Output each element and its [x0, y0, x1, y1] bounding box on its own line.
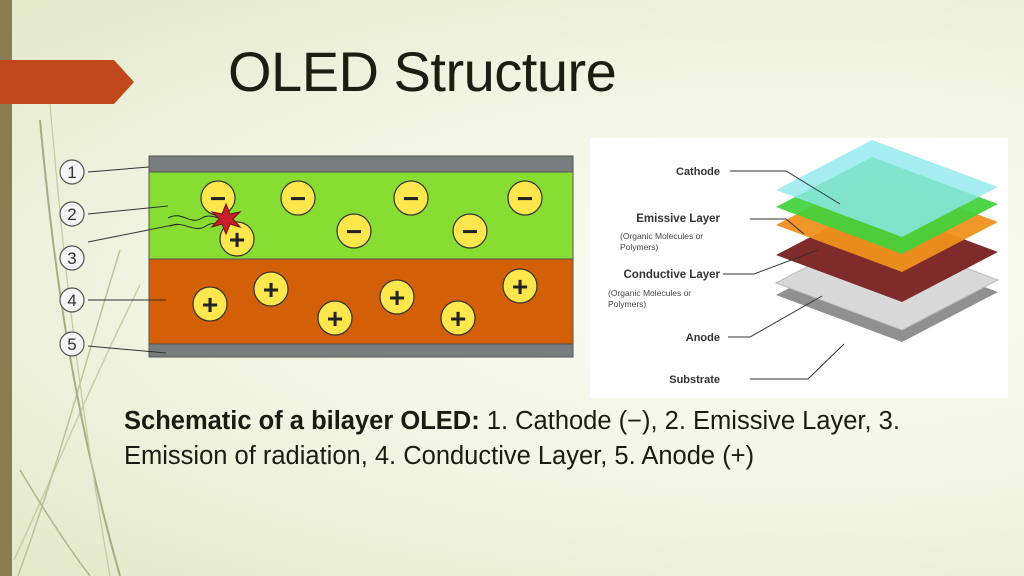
- number-marker-2: [59, 201, 85, 227]
- cathode-layer: [148, 155, 574, 173]
- hole-symbol: +: [327, 303, 343, 334]
- oled-layer-stack-diagram: Cathode Emissive Layer (Organic Molecule…: [590, 138, 1008, 398]
- label-conductive-sub1: (Organic Molecules or: [608, 288, 691, 298]
- number-4: 4: [67, 291, 76, 310]
- hole-symbol: +: [202, 289, 218, 320]
- label-cathode: Cathode: [676, 166, 720, 178]
- electron-symbol: −: [462, 216, 478, 247]
- hole-2: [253, 271, 289, 307]
- label-conductive-sub2: Polymers): [608, 299, 646, 309]
- electron-5: [336, 213, 372, 249]
- electron-symbol: −: [290, 183, 306, 214]
- decorative-grass-lines: [13, 79, 140, 576]
- label-conductive-layer: Conductive Layer: [624, 269, 721, 281]
- label-anode: Anode: [686, 332, 720, 344]
- stack-leader-lines: [723, 170, 845, 380]
- electron-symbol: −: [517, 183, 533, 214]
- electron-symbol: −: [210, 183, 226, 214]
- hole-5: [440, 300, 476, 336]
- emission-star-icon: [210, 202, 242, 236]
- hole-symbol: +: [512, 271, 528, 302]
- hole-3: [317, 300, 353, 336]
- bilayer-oled-schematic: 1 2 3 4 5 − − − − − − + + + + +: [59, 155, 574, 358]
- electron-4: [507, 180, 543, 216]
- hole-1: [192, 286, 228, 322]
- slide-title: OLED Structure: [228, 40, 617, 103]
- hole-4: [379, 279, 415, 315]
- hole-symbol: +: [263, 274, 279, 305]
- figure-caption: Schematic of a bilayer OLED: 1. Cathode …: [124, 404, 944, 474]
- caption-text: 1. Cathode (−), 2. Emissive Layer, 3. Em…: [124, 407, 900, 470]
- label-emissive-layer: Emissive Layer: [636, 213, 720, 225]
- electron-2: [280, 180, 316, 216]
- electron-symbol: −: [346, 216, 362, 247]
- hole-symbol: +: [389, 282, 405, 313]
- holes: + + + + + + +: [192, 221, 538, 336]
- label-emissive-sub2: Polymers): [620, 242, 658, 252]
- number-marker-1: [59, 159, 85, 185]
- hole-symbol: +: [450, 303, 466, 334]
- label-substrate: Substrate: [669, 374, 720, 386]
- number-5: 5: [67, 335, 76, 354]
- number-3: 3: [67, 249, 76, 268]
- number-marker-3: [59, 245, 85, 271]
- cathode-stack-layer: [776, 140, 998, 237]
- number-1: 1: [67, 163, 76, 182]
- number-2: 2: [67, 205, 76, 224]
- electron-6: [452, 213, 488, 249]
- left-accent-bar: [0, 0, 12, 576]
- title-arrow-shape: [0, 60, 134, 104]
- electron-3: [393, 180, 429, 216]
- caption-bold: Schematic of a bilayer OLED:: [124, 407, 480, 435]
- number-markers: 1 2 3 4 5: [59, 159, 85, 357]
- hole-symbol: +: [229, 224, 245, 255]
- electron-symbol: −: [403, 183, 419, 214]
- hole-6: [502, 268, 538, 304]
- label-emissive-sub1: (Organic Molecules or: [620, 231, 703, 241]
- hole-emissive: [219, 221, 255, 257]
- number-marker-4: [59, 287, 85, 313]
- anode-layer: [148, 343, 574, 358]
- number-marker-5: [59, 331, 85, 357]
